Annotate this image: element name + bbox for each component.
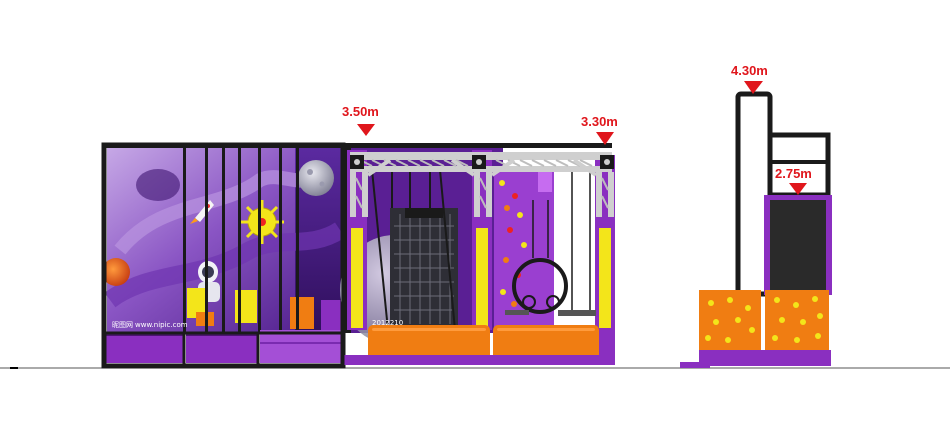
watermark-url: www.nipic.com: [135, 321, 188, 329]
top-truss: [350, 152, 614, 217]
marker-arrow-275: [789, 183, 807, 195]
dotted-block-left: [699, 290, 761, 350]
base-pad-left: [104, 333, 184, 363]
marker-arrow-430: [744, 81, 763, 94]
mural-swirl-2: [104, 222, 345, 308]
height-label-275: 2.75m: [775, 166, 812, 181]
base-pad-mid: [186, 333, 258, 363]
purple-block: [321, 300, 343, 332]
plank-swing: [558, 310, 596, 316]
tower-base-pad: [699, 350, 831, 366]
watermark-brand: 昵图网: [112, 321, 133, 329]
post-yellow-mid: [476, 228, 488, 328]
marker-arrow-350: [357, 124, 375, 136]
dotted-block-right: [765, 290, 829, 350]
orange-floor-cushion-left: [368, 325, 490, 363]
post-yellow-right: [599, 228, 611, 328]
planet-illustration: [102, 258, 130, 286]
purple-floor-trim: [343, 355, 615, 365]
moon-illustration: [298, 160, 334, 196]
height-label-430: 4.30m: [731, 63, 768, 78]
height-label-350: 3.50m: [342, 104, 379, 119]
orange-cushion-2: [290, 297, 314, 329]
base-pad-step: [260, 330, 342, 363]
orange-floor-cushion-right: [493, 325, 599, 363]
spiky-ball-illustration: [240, 200, 284, 244]
watermark-code: 2012210: [372, 319, 403, 327]
cage-bars: [183, 148, 299, 333]
height-marker-350: 3.50m: [342, 104, 379, 136]
astronaut-illustration: [136, 169, 180, 201]
height-marker-330: 3.30m: [581, 114, 618, 145]
height-marker-430: 4.30m: [731, 63, 768, 94]
ring-swing: [512, 258, 568, 314]
yellow-cushion: [187, 288, 207, 318]
post-yellow-left: [351, 228, 363, 328]
left-enclosure: 昵图网 www.nipic.com: [101, 142, 346, 369]
slide-surface: [770, 200, 826, 292]
height-label-330: 3.30m: [581, 114, 618, 129]
marker-arrow-330: [596, 132, 614, 145]
height-marker-275: 2.75m: [775, 166, 812, 195]
slide-tower: [680, 91, 832, 368]
climbing-section: 2012210: [340, 145, 615, 366]
top-beam: [104, 143, 612, 148]
